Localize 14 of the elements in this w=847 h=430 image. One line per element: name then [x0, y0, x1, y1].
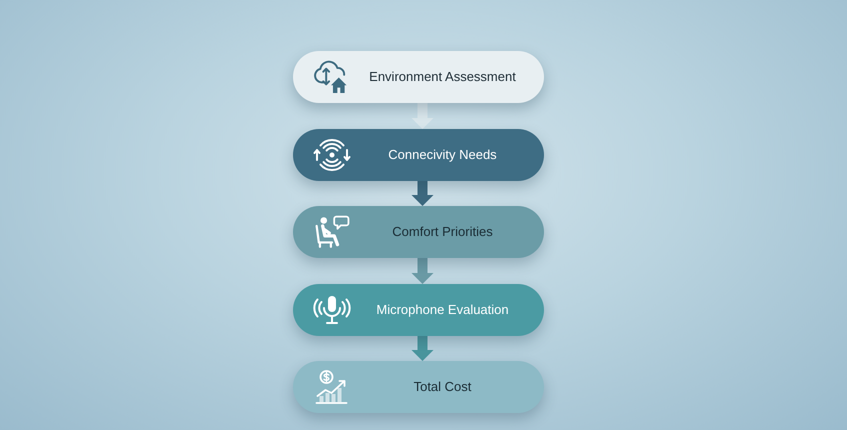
step-pill — [293, 129, 544, 181]
step-label: Microphone Evaluation — [376, 302, 509, 318]
step-pill — [293, 361, 544, 413]
step-pill — [293, 51, 544, 103]
step-pill — [293, 284, 544, 336]
step-pill — [293, 206, 544, 258]
arrow — [412, 181, 434, 206]
step-label: Connecivity Needs — [388, 147, 497, 163]
arrow — [412, 103, 434, 129]
arrow — [412, 336, 434, 361]
step-label: Total Cost — [414, 379, 472, 395]
step-label: Comfort Priorities — [392, 224, 493, 240]
arrow — [412, 258, 434, 284]
step-label: Environment Assessment — [369, 69, 516, 85]
